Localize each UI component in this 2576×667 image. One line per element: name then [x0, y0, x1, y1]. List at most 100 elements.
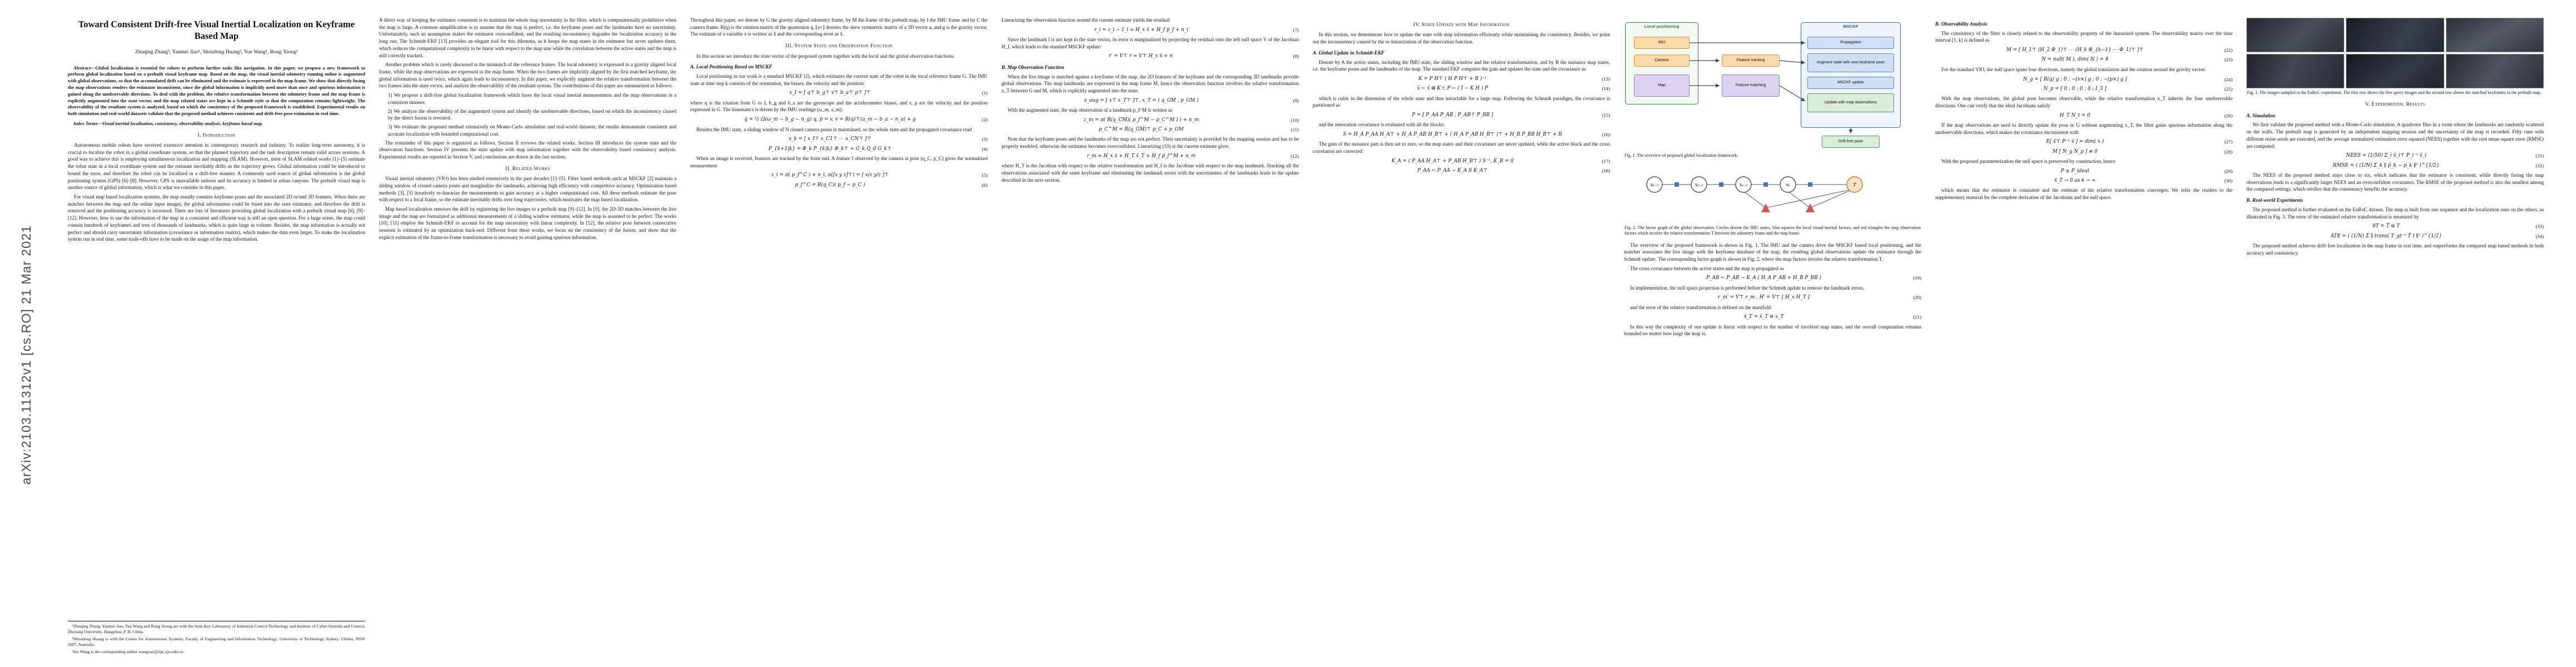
equation-number: (23): [2224, 57, 2233, 63]
paragraph: and the innovation covariance is evaluat…: [1319, 122, 1445, 128]
photo-thumbnail: [2246, 54, 2345, 88]
paragraph: The remainder of this paper is organized…: [379, 140, 676, 160]
equation-number: (34): [2535, 233, 2544, 239]
equation-body: RMSE = ( (1/N) Σ_k ∥ p̂_k − p_k ∥² )^{1/…: [2333, 162, 2440, 168]
equation: z_m = π( R(q_CM)( p_f^M − p_C^M ) ) + n_…: [1001, 117, 1299, 123]
equation-number: (11): [1291, 127, 1299, 132]
factor-node-label: xₖ₋₁: [1740, 182, 1748, 187]
contribution-item: 3) We evaluate the proposed method exten…: [388, 124, 676, 137]
paragraph: Map based localization removes the drift…: [379, 206, 676, 240]
equation: r_m ≈ H_x x̃ + H_T x̃_T + H_f p̃_f^M + n…: [1001, 153, 1299, 160]
paragraph: and the error of the relative transforma…: [1630, 304, 1772, 310]
paper-page: Toward Consistent Drift-free Visual Iner…: [53, 0, 2576, 667]
equation-number: (32): [2535, 162, 2544, 168]
equation-number: (7): [1293, 27, 1299, 33]
paragraph: In this section we introduce the state v…: [696, 53, 955, 59]
subsection-heading-observability: B. Observability Analysis: [1935, 21, 1987, 27]
paragraph: which means that the estimator is consis…: [1935, 187, 2233, 200]
paragraph: When the live image is matched against a…: [1001, 73, 1299, 93]
arxiv-stamp: arXiv:2103.11312v1 [cs.RO] 21 Mar 2021: [19, 225, 33, 485]
footnote: ¹Zhuqing Zhang, Yanmei Jiao, Yue Wang an…: [68, 624, 365, 635]
factor-node-label-T: T: [1853, 182, 1857, 188]
equation-body: x̂ ← x̂ ⊞ K r, P ← ( I − K H ) P: [1417, 86, 1488, 92]
paragraph: where H_T is the Jacobian with respect t…: [1001, 163, 1299, 183]
column-3: Throughout this paper, we denote by G th…: [690, 17, 988, 656]
node-feature-matching: Feature matching: [1722, 74, 1780, 97]
equation: x_I = [ q⊤ b_g⊤ v⊤ b_a⊤ p⊤ ]⊤(1): [690, 89, 988, 96]
node-propagation: Propagation: [1807, 37, 1894, 49]
equation: S = H_A P_AA H_A⊤ + H_A P_AB H_B⊤ + ( H_…: [1313, 131, 1610, 138]
paragraph: If the map observations are used to dire…: [1935, 122, 2233, 135]
equation-body: H_T N_t = 0: [2060, 112, 2090, 118]
equation-number: (29): [2224, 168, 2233, 174]
equation: M = [ H_1⊤ (H_2 Φ_1)⊤ ⋯ (H_k Φ_{k−1} ⋯ Φ…: [1935, 47, 2233, 53]
paragraph: Visual inertial odometry (VIO) has been …: [379, 176, 676, 203]
paragraph: where q is the rotation from G to I, b_g…: [690, 99, 988, 113]
equation: N = null( M ), dim( N ) = 4(23): [1935, 56, 2233, 63]
equation-number: (5): [981, 172, 988, 178]
paper-title: Toward Consistent Drift-free Visual Iner…: [78, 19, 355, 41]
group-msckf-label: MSCKF: [1843, 24, 1858, 29]
equation-number: (27): [2224, 139, 2233, 145]
paragraph: Another problem which is rarely discusse…: [379, 62, 676, 89]
equation-body: K = P H⊤ ( H P H⊤ + R )⁻¹: [1418, 76, 1487, 82]
equation-number: (4): [981, 146, 988, 152]
paragraph: The gain of the nuisance part is then se…: [1313, 141, 1610, 155]
group-local-label: Local positioning: [1644, 24, 1680, 29]
equation-number: (10): [1291, 117, 1299, 123]
equation-number: (33): [2535, 223, 2544, 230]
equation-body: NEES = (1/50) Σ_i x̃_i⊤ P_i⁻¹ x̃_i: [2346, 153, 2426, 159]
equation: P = [ P_AA P_AB ; P_AB⊤ P_BB ](15): [1313, 112, 1610, 118]
equation-number: (6): [981, 182, 988, 188]
equation-number: (28): [2224, 148, 2233, 155]
paragraph: Denote by A the active states, including…: [1313, 59, 1610, 72]
paragraph: For visual map based localization system…: [68, 194, 365, 242]
equation: H_T N_t = 0(26): [1935, 112, 2233, 119]
equation: p_f^C = R(q_C)( p_f − p_C )(6): [690, 182, 988, 188]
paragraph: The consistency of the filter is closely…: [1935, 30, 2233, 43]
column-7: B. Observability Analysis The consistenc…: [1935, 17, 2233, 656]
node-msckf-update: MSCKF update: [1807, 77, 1894, 89]
paragraph: The NEES of the proposed method stays cl…: [2246, 172, 2544, 192]
equation-body: r_i = z_i − ẑ_i ≈ H_x x̃ + H_f p̃_f + n…: [1094, 27, 1188, 33]
paragraph: In implementation, the null space projec…: [1630, 285, 1865, 291]
factor-node-label: xₖ₋₃: [1651, 182, 1659, 187]
equation: r_i = z_i − ẑ_i ≈ H_x x̃ + H_f p̃_f + n…: [1001, 27, 1299, 33]
footnote: Yue Wang is the corresponding author wan…: [72, 649, 185, 654]
column-4: Linearizing the observation function aro…: [1001, 17, 1299, 656]
paragraph: Note that the keyframe poses and the lan…: [1001, 136, 1299, 150]
equation-number: (1): [981, 90, 988, 96]
equation-number: (24): [2224, 76, 2233, 82]
paragraph: When an image is received, features are …: [690, 155, 988, 168]
paragraph: With the proposed parameterization the n…: [1941, 158, 2115, 164]
contribution-item: 2) We analyze the observability of the a…: [388, 108, 676, 121]
figure-photos: [2246, 18, 2544, 88]
equation-body: r_m ≈ H_x x̃ + H_T x̃_T + H_f p̃_f^M + n…: [1087, 153, 1196, 159]
equation-body: x̃_T → 0 as k → ∞: [2054, 177, 2096, 183]
paragraph: A direct way of keeping the estimator co…: [379, 17, 676, 58]
photo-thumbnail: [2346, 54, 2444, 88]
paragraph: Autonomous mobile robots have received e…: [68, 142, 365, 191]
paragraph: Since the landmark f is not kept in the …: [1001, 37, 1299, 49]
equation-number: (8): [1293, 53, 1299, 59]
equation-number: (17): [1602, 158, 1610, 164]
section-heading-experiments: V. Experimental Results: [2365, 101, 2425, 108]
abstract: Abstract—Global localization is essentia…: [68, 65, 365, 117]
subsection-heading-schmidt-update: A. Global Update in Schmidt-EKF: [1313, 49, 1385, 56]
equation-number: (19): [1913, 275, 1921, 281]
section-heading-state-update: IV. State Update with Map Information: [1413, 22, 1510, 28]
equation-number: (30): [2224, 177, 2233, 183]
paragraph: With the augmented state, the map observ…: [1008, 107, 1173, 113]
equation-body: x̃_T = x̂_T ⊖ x_T: [1743, 314, 1784, 320]
equation-body: z_i = π( p_f^C ) + n_i, π([x y z]⊤) = [ …: [771, 172, 889, 178]
equation-number: (22): [2224, 47, 2233, 53]
section-heading-introduction: I. Introduction: [197, 132, 236, 138]
equation-number: (15): [1602, 112, 1610, 118]
equation-body: N_p = [ 0 ; 0 ; 0 ; 0 ; I_3 ]: [2043, 86, 2107, 92]
equation-body: r′ = V⊤ r ≈ V⊤ H_x x̃ + n′: [1109, 53, 1174, 59]
photo-thumbnail: [2246, 18, 2345, 52]
equation: p_C^M = R(q_GM)⊤ p_C + p_GM(11): [1001, 126, 1299, 133]
figure3-caption: Fig. 3. The images sampled in the EuRoC …: [2247, 90, 2542, 95]
paragraph: The proposed method is further evaluated…: [2246, 206, 2544, 220]
equation: P ≥ P_ideal(29): [1935, 168, 2233, 175]
